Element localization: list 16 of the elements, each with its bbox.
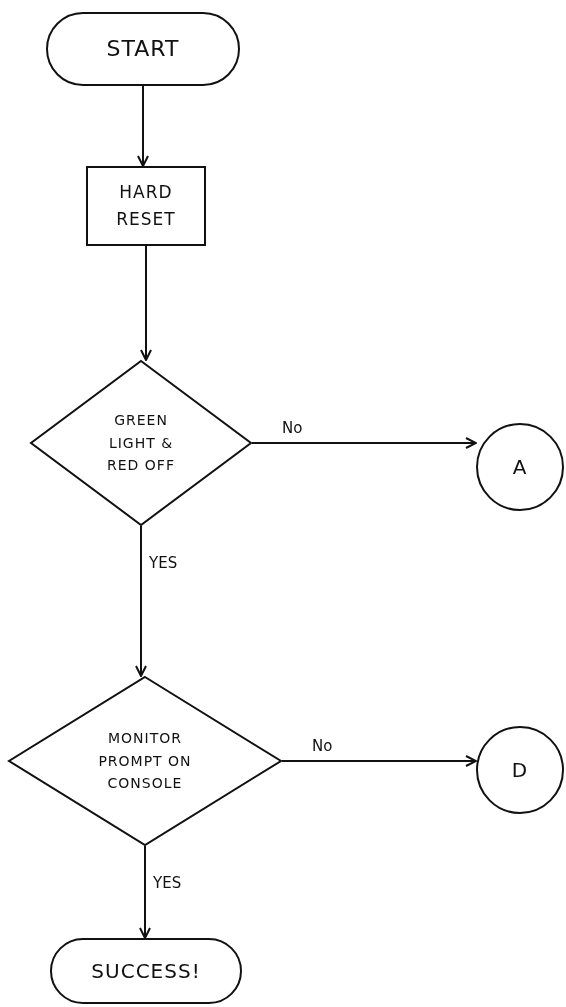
decision-diamond [30, 360, 252, 526]
node-text: MONITOR PROMPT ON CONSOLE [97, 729, 193, 794]
node-text: GREEN LIGHT & RED OFF [106, 411, 176, 476]
arrow [281, 755, 477, 767]
arrow [139, 845, 151, 939]
arrow [135, 525, 147, 677]
process-box [86, 166, 206, 246]
node-text: D [511, 757, 529, 784]
node-text: START [106, 35, 180, 64]
arrow [140, 245, 152, 361]
arrow [137, 85, 149, 167]
node-text: A [512, 454, 528, 481]
node-text: HARD RESET [115, 180, 177, 231]
decision-diamond [8, 676, 282, 846]
arrow [251, 437, 477, 449]
node-text: SUCCESS! [91, 958, 201, 985]
